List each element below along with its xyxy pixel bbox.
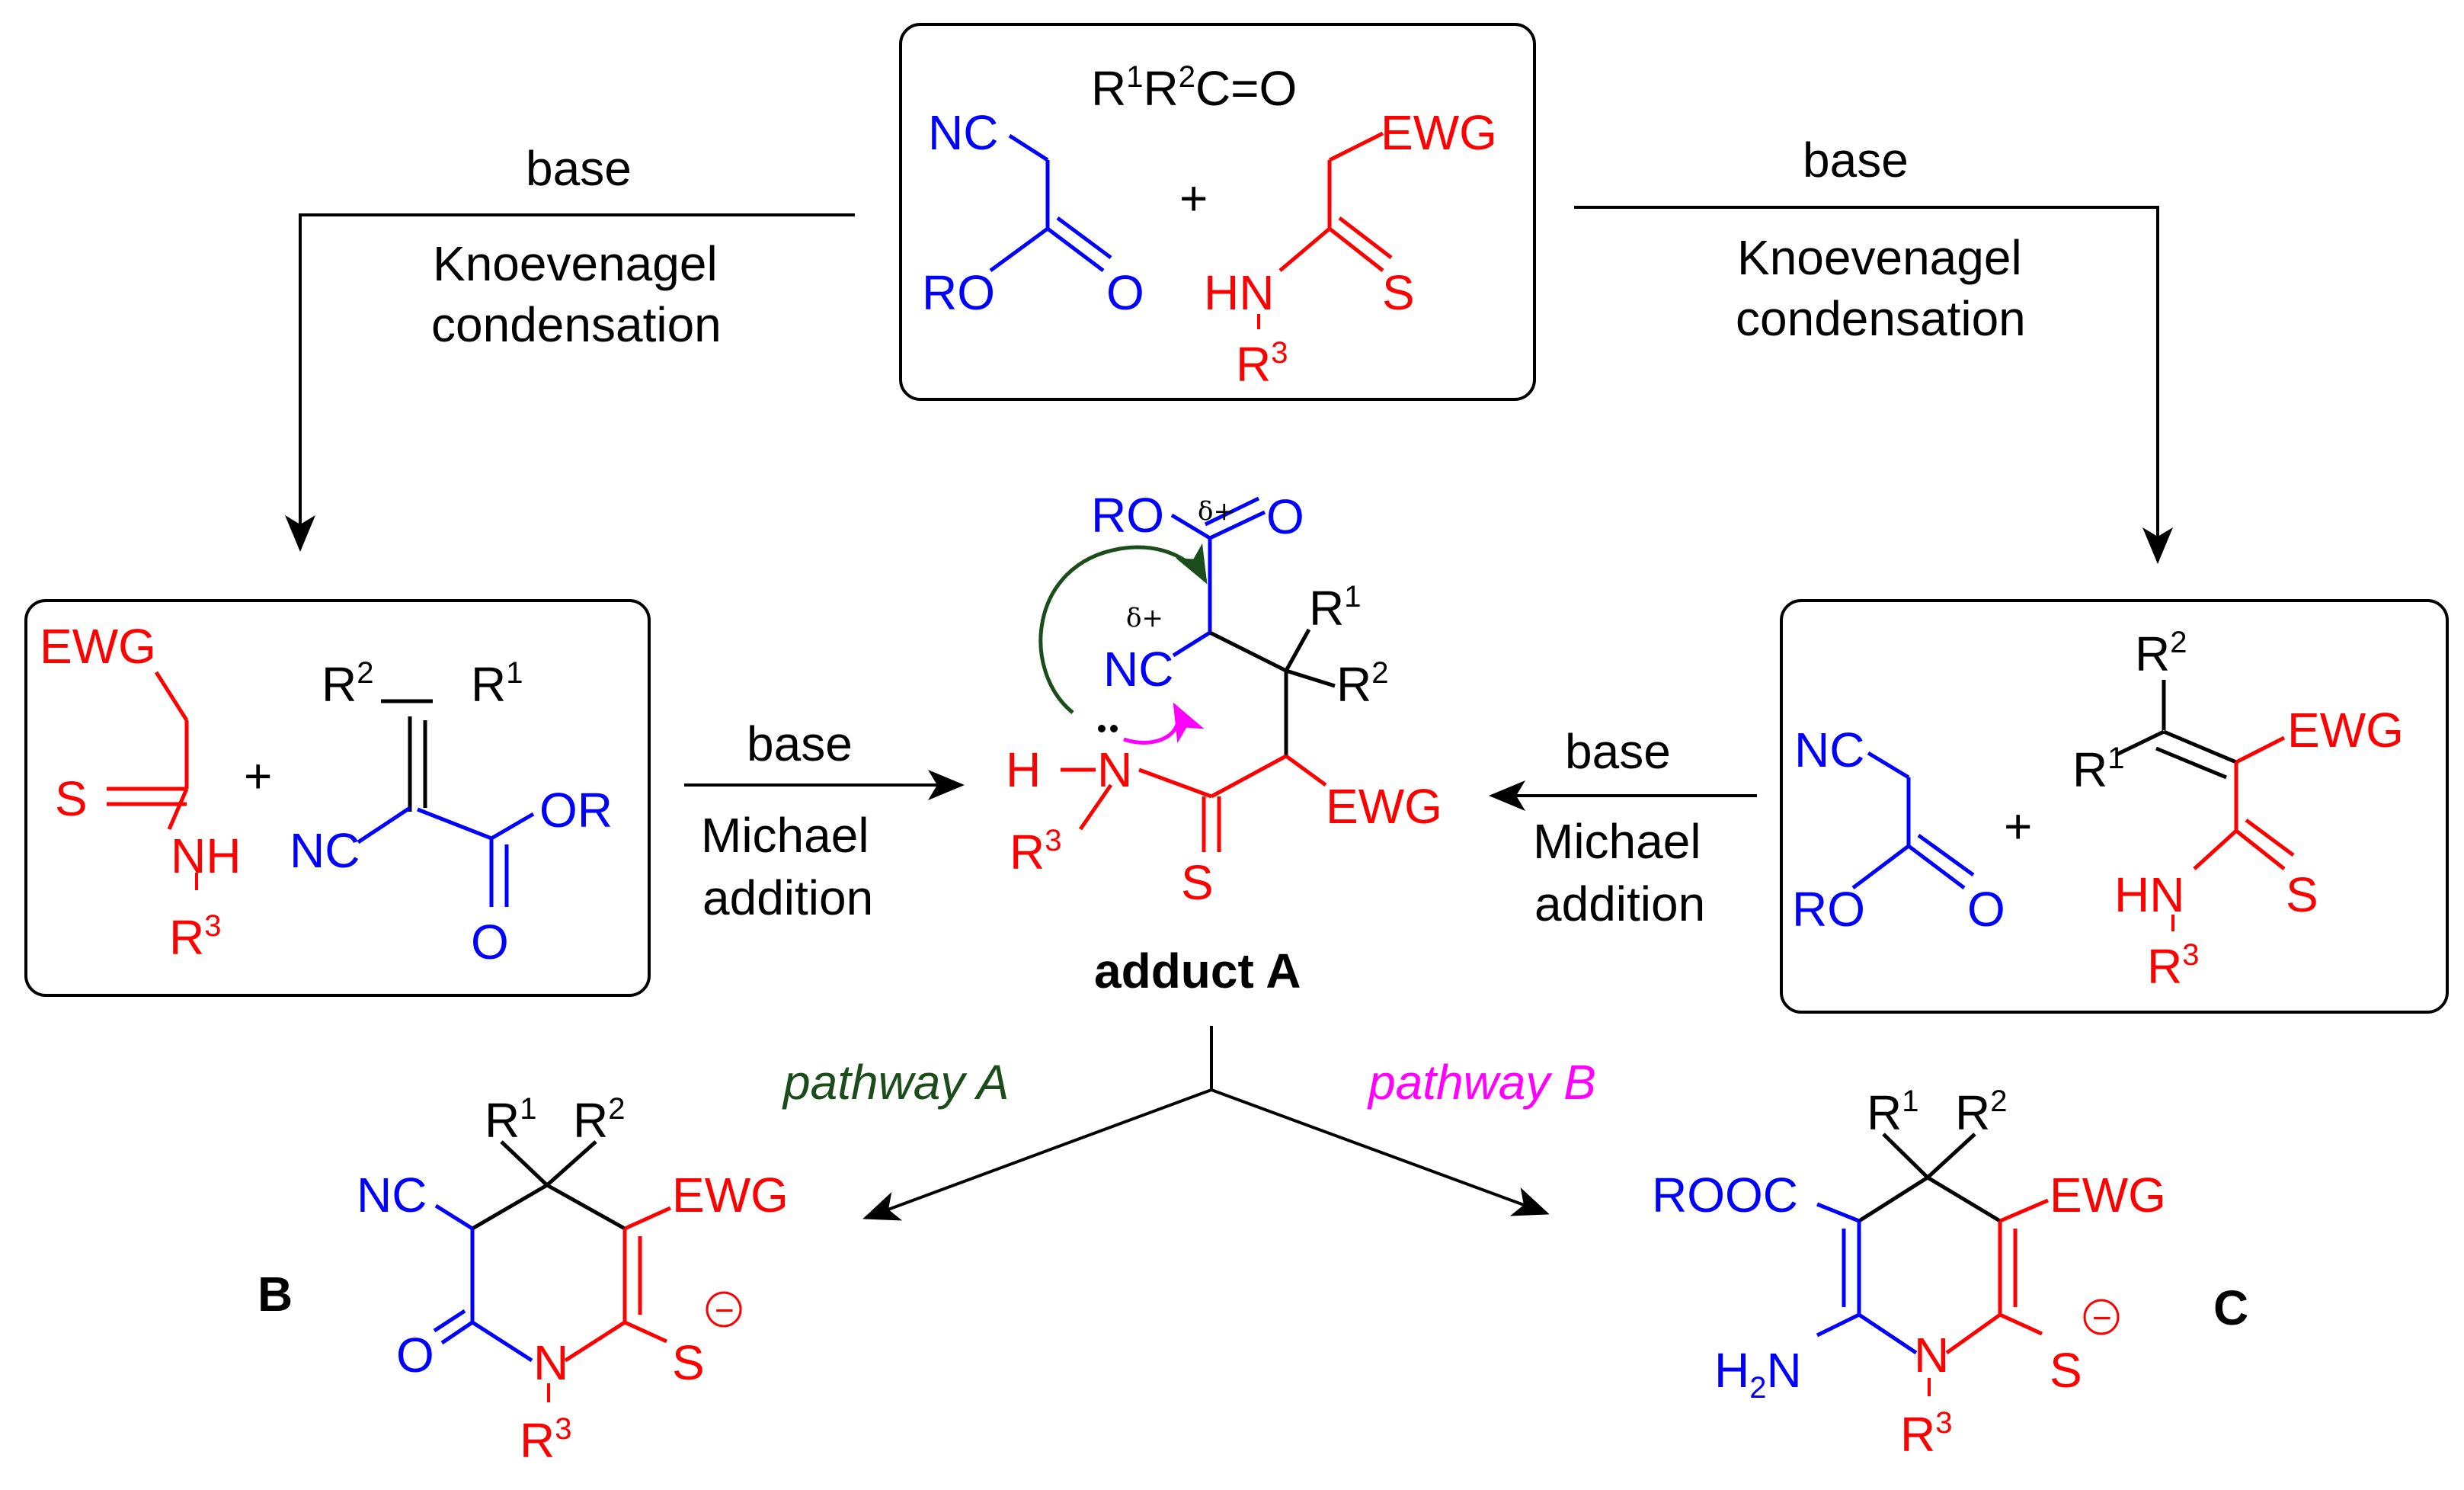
right-o-label: O <box>1967 882 2005 937</box>
right-michael-label: Michael <box>1533 814 1701 869</box>
b-s-label: S <box>672 1335 705 1390</box>
adduct-ro-label: RO <box>1091 488 1164 543</box>
svg-text:−: − <box>2092 1299 2112 1337</box>
product-b-label: B <box>258 1267 293 1322</box>
b-r2-label: R2 <box>573 1092 625 1148</box>
c-h2n-label: H2N <box>1714 1343 1802 1405</box>
right-ewg-label: EWG <box>2287 703 2404 758</box>
right-intermediate-box: NC RO O + R2 R1 EWG HN S R3 <box>1780 599 2449 1014</box>
nc-label: NC <box>928 105 998 160</box>
carbonyl-formula: R1R2C=O <box>1091 60 1297 116</box>
adduct-a-label: adduct A <box>1094 944 1301 998</box>
ewg-label: EWG <box>1381 105 1497 160</box>
right-condensation-label: condensation <box>1736 291 2026 346</box>
b-nc-label: NC <box>357 1168 427 1222</box>
ro-label: RO <box>922 265 995 320</box>
c-r3-label: R3 <box>1900 1406 1952 1462</box>
branching-arrows: pathway A pathway B <box>782 1026 1596 1221</box>
right-michael-arrow: base Michael addition <box>1489 724 1757 931</box>
left-knoevenagel-arrow: base Knoevenagel condensation <box>285 141 855 552</box>
carbonyl-o-label: O <box>1106 265 1144 320</box>
adduct-n-label: N <box>1097 742 1132 797</box>
right-r2-label: R2 <box>2135 626 2187 681</box>
right-base-label: base <box>1803 133 1909 187</box>
right-s-label: S <box>2286 867 2318 922</box>
adduct-r3-label: R3 <box>1010 824 1061 880</box>
pathway-a-curved-arrow <box>1038 543 1208 714</box>
left-r3-label: R3 <box>169 909 221 965</box>
left-or-label: OR <box>539 783 613 838</box>
c-n-label: N <box>1914 1328 1949 1383</box>
c-ewg-label: EWG <box>2050 1168 2166 1222</box>
left-r2-label: R2 <box>322 656 373 712</box>
adduct-a-structure: RO δ+ O δ+ R1 NC R2 H N EWG R3 S <box>1006 488 1442 910</box>
adduct-nc-label: NC <box>1103 642 1173 697</box>
right-knoevenagel-arrow: base Knoevenagel condensation <box>1574 133 2173 564</box>
right-nc-label: NC <box>1794 723 1864 777</box>
b-r3-label: R3 <box>520 1412 571 1468</box>
r3-label: R3 <box>1236 336 1288 392</box>
left-s-label: S <box>55 771 88 826</box>
pathway-a-label: pathway A <box>782 1055 1009 1110</box>
b-r1-label: R1 <box>485 1092 536 1148</box>
left-intermediate-box: EWG S NH R3 + R2 R1 NC OR O <box>24 599 651 997</box>
pathway-b-label: pathway B <box>1367 1055 1596 1110</box>
svg-text:−: − <box>715 1292 734 1329</box>
product-b-structure: B R1 R2 NC EWG O N S − R3 <box>258 1092 789 1468</box>
adduct-r2-label: R2 <box>1336 656 1388 712</box>
c-r2-label: R2 <box>1955 1085 2007 1140</box>
b-negative-charge-icon <box>706 1291 742 1328</box>
right-ro-label: RO <box>1792 882 1865 937</box>
adduct-r1-label: R1 <box>1309 580 1361 636</box>
b-ewg-label: EWG <box>672 1168 789 1222</box>
b-n-label: N <box>533 1335 568 1390</box>
c-r1-label: R1 <box>1867 1085 1918 1140</box>
b-o-label: O <box>396 1328 434 1383</box>
left-nh-label: NH <box>171 828 241 883</box>
starting-materials-box: R1R2C=O NC RO O + EWG HN S R3 <box>899 23 1536 401</box>
left-condensation-label: condensation <box>431 297 722 352</box>
thioamide-structure: EWG HN S R3 <box>1204 105 1497 392</box>
left-michael-base: base <box>747 716 853 771</box>
adduct-h-label: H <box>1006 742 1041 797</box>
left-michael-arrow: base Michael addition <box>684 716 965 925</box>
right-plus-sign: + <box>2004 799 2032 854</box>
right-knoevenagel-label: Knoevenagel <box>1737 230 2022 285</box>
right-r1-label: R1 <box>2072 742 2124 797</box>
right-hn-label: HN <box>2114 867 2184 922</box>
c-negative-charge-icon <box>2083 1299 2120 1335</box>
left-r1-label: R1 <box>471 656 523 712</box>
adduct-s-label: S <box>1181 855 1214 910</box>
hn-label: HN <box>1204 265 1274 320</box>
product-c-label: C <box>2213 1280 2248 1335</box>
right-michael-base: base <box>1565 724 1671 779</box>
thione-s-label: S <box>1382 265 1415 320</box>
right-addition-label: addition <box>1534 876 1705 931</box>
c-rooc-label: ROOC <box>1652 1168 1798 1222</box>
left-base-label: base <box>526 141 632 196</box>
right-r3-label: R3 <box>2147 938 2199 994</box>
c-s-label: S <box>2050 1343 2082 1398</box>
left-nc-label: NC <box>290 823 360 878</box>
left-knoevenagel-label: Knoevenagel <box>433 236 718 291</box>
cyanoacetate-structure: NC RO O <box>922 105 1144 320</box>
left-addition-label: addition <box>702 870 873 925</box>
plus-sign: + <box>1179 171 1208 226</box>
adduct-delta-ester: δ+ <box>1198 496 1235 527</box>
left-o-label: O <box>471 915 509 969</box>
left-plus-sign: + <box>244 748 272 803</box>
adduct-delta-nitrile: δ+ <box>1126 603 1163 633</box>
pathway-b-curved-arrow <box>1123 702 1205 745</box>
adduct-ewg-label: EWG <box>1326 779 1442 834</box>
adduct-o-label: O <box>1266 489 1304 544</box>
product-c-structure: C R1 R2 ROOC EWG H2N N S − R3 <box>1652 1085 2248 1462</box>
left-ewg-label: EWG <box>40 619 156 674</box>
left-michael-label: Michael <box>701 808 869 863</box>
